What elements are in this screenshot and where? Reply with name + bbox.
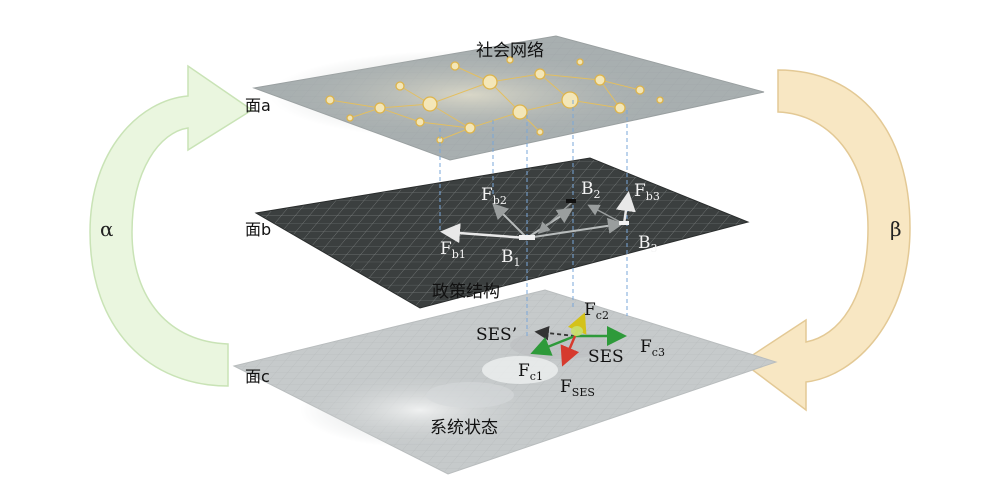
policy-vectors [440, 191, 636, 244]
network-node-icon [325, 56, 664, 144]
label-fc3: Fc3 [640, 337, 665, 359]
state-vectors [530, 312, 627, 367]
plane-b [254, 157, 750, 309]
plane-c-label: 面c [245, 367, 270, 386]
label-b1: B1 [501, 247, 521, 269]
alpha-symbol: α [100, 217, 114, 241]
label-b3: B3 [638, 233, 658, 255]
beta-cycle-arrow [740, 69, 911, 412]
label-fc1: Fc1 [518, 361, 543, 383]
beta-symbol: β [890, 217, 902, 241]
plane-b-label: 面b [245, 220, 271, 239]
label-ses-prime: SES’ [476, 325, 517, 345]
alpha-cycle-arrow [89, 64, 254, 387]
plane-a [252, 35, 765, 161]
plane-c-title: 系统状态 [430, 418, 498, 438]
label-fb3: Fb3 [634, 181, 660, 203]
plane-a-title: 社会网络 [476, 41, 544, 61]
label-fb1: Fb1 [440, 239, 466, 261]
label-ses: SES [588, 347, 624, 367]
label-fb2: Fb2 [481, 185, 507, 207]
plane-a-label: 面a [245, 96, 271, 115]
label-b2: B2 [581, 179, 601, 201]
social-network-graph [325, 56, 664, 144]
layer-connectors [439, 100, 628, 338]
label-fc2: Fc2 [584, 300, 609, 322]
label-fses: FSES [560, 377, 595, 399]
plane-b-title: 政策结构 [432, 282, 500, 302]
plane-c [232, 289, 778, 475]
